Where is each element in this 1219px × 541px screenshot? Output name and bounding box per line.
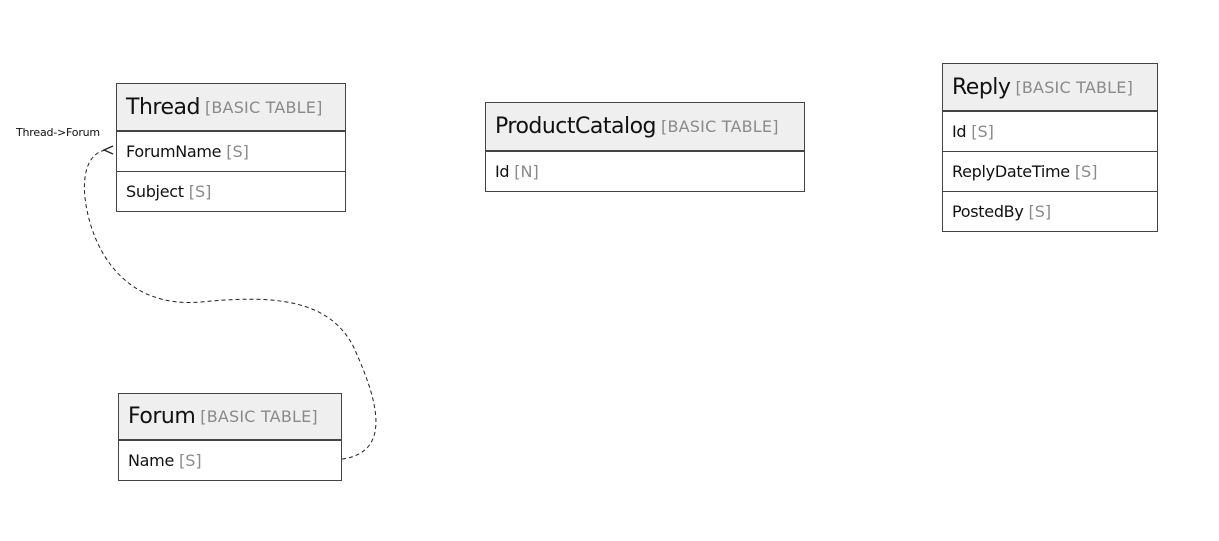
entity-type: [BASIC TABLE] <box>204 97 323 117</box>
attribute-row-forumname[interactable]: ForumName [S] <box>117 131 345 171</box>
attribute-name: Id <box>495 162 510 181</box>
entity-thread[interactable]: Thread [BASIC TABLE] ForumName [S] Subje… <box>116 83 346 212</box>
attribute-row-name[interactable]: Name [S] <box>119 440 341 480</box>
attribute-row-postedby[interactable]: PostedBy [S] <box>943 191 1157 231</box>
attribute-type: [N] <box>514 162 539 181</box>
entity-name: Thread <box>126 94 200 120</box>
entity-header: Thread [BASIC TABLE] <box>117 84 345 131</box>
entity-productcatalog[interactable]: ProductCatalog [BASIC TABLE] Id [N] <box>485 102 805 192</box>
attribute-row-replydatetime[interactable]: ReplyDateTime [S] <box>943 151 1157 191</box>
entity-forum[interactable]: Forum [BASIC TABLE] Name [S] <box>118 393 342 481</box>
entity-header: ProductCatalog [BASIC TABLE] <box>486 103 804 151</box>
entity-header: Reply [BASIC TABLE] <box>943 64 1157 111</box>
attribute-name: ForumName <box>126 142 222 161</box>
relationship-label: Thread->Forum <box>16 126 100 139</box>
entity-name: ProductCatalog <box>495 114 657 139</box>
entity-header: Forum [BASIC TABLE] <box>119 394 341 440</box>
entity-name: Forum <box>128 404 196 429</box>
entity-type: [BASIC TABLE] <box>1015 77 1134 97</box>
attribute-name: Name <box>128 451 175 470</box>
attribute-name: Id <box>952 122 967 141</box>
attribute-type: [S] <box>226 142 249 161</box>
relationship-arrowhead <box>102 145 114 155</box>
attribute-name: ReplyDateTime <box>952 162 1070 181</box>
attribute-type: [S] <box>188 182 212 201</box>
attribute-name: PostedBy <box>952 202 1024 221</box>
attribute-type: [S] <box>971 122 994 141</box>
attribute-type: [S] <box>1074 162 1098 181</box>
attribute-row-id[interactable]: Id [N] <box>486 151 804 191</box>
entity-reply[interactable]: Reply [BASIC TABLE] Id [S] ReplyDateTime… <box>942 63 1158 232</box>
attribute-type: [S] <box>1028 202 1052 221</box>
attribute-row-id[interactable]: Id [S] <box>943 111 1157 151</box>
attribute-row-subject[interactable]: Subject [S] <box>117 171 345 211</box>
attribute-name: Subject <box>126 182 184 201</box>
entity-type: [BASIC TABLE] <box>661 117 779 136</box>
entity-name: Reply <box>952 74 1011 100</box>
entity-type: [BASIC TABLE] <box>200 407 318 426</box>
attribute-type: [S] <box>179 451 202 470</box>
